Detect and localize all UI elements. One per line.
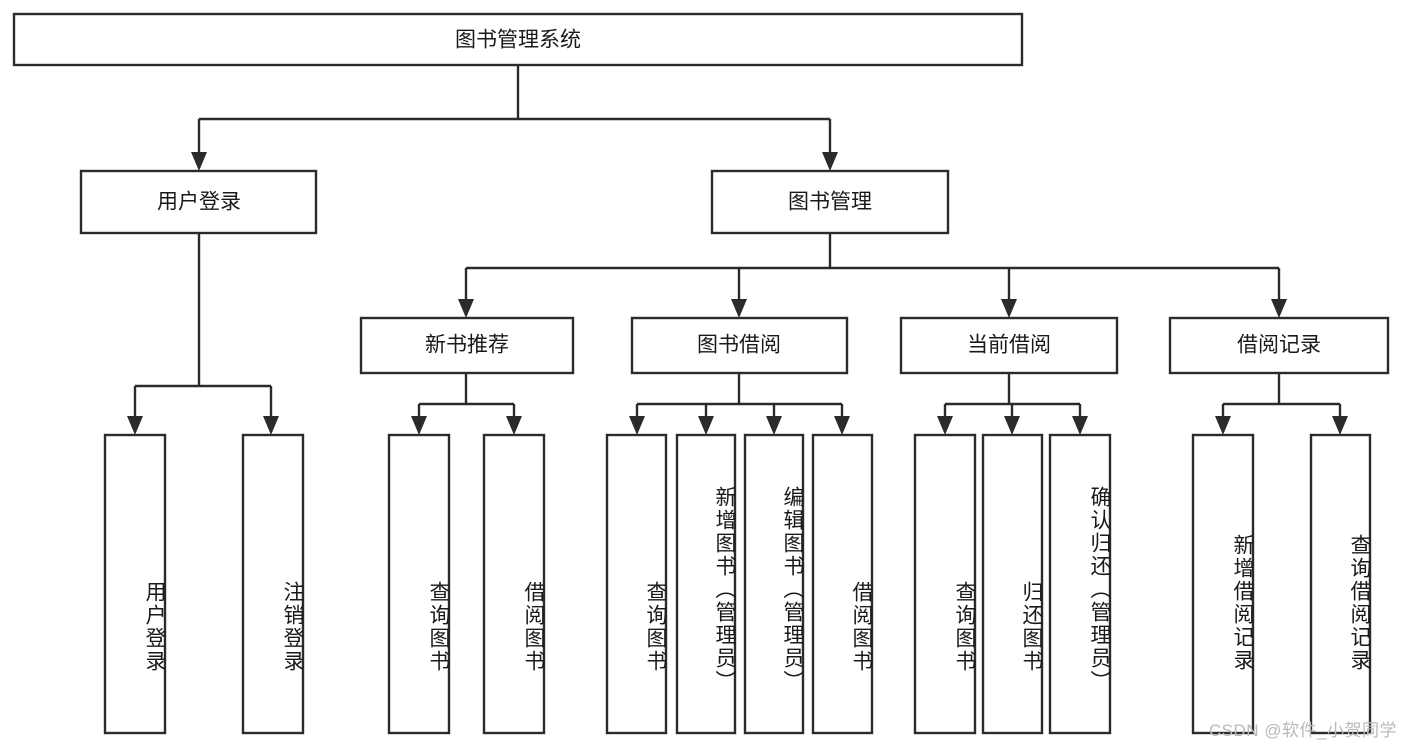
node-borrow-record-label: 借阅记录 [1237,334,1321,357]
arrow-current-to-leaf1 [937,416,953,435]
leaf-box-record-2[interactable] [1309,433,1372,735]
connector-group-root [191,65,838,171]
node-root-label: 图书管理系统 [455,29,581,52]
arrow-bookmgmt-to-current [1001,299,1017,318]
node-user-login[interactable]: 用户登录 [79,169,318,235]
arrow-borrow-to-leaf3 [766,416,782,435]
node-current-borrow[interactable]: 当前借阅 [899,316,1119,375]
arrow-root-to-bookmgmt [822,152,838,171]
leaf-box-current-2[interactable] [981,433,1044,735]
node-book-management-box[interactable] [710,169,950,235]
node-book-borrow-label: 图书借阅 [697,334,781,357]
connector-group-current [937,373,1088,435]
arrow-borrow-to-leaf4 [834,416,850,435]
leaf-box-user-login-2[interactable] [241,433,305,735]
leaf-box-record-1[interactable] [1191,433,1255,735]
arrow-record-to-leaf2 [1332,416,1348,435]
connector-group-record [1215,373,1348,435]
arrow-newbook-to-leaf2 [506,416,522,435]
leaf-box-new-book-1[interactable] [387,433,451,735]
node-book-management-label: 图书管理 [788,191,872,214]
leaf-box-borrow-4[interactable] [811,433,874,735]
arrow-borrow-to-leaf2 [698,416,714,435]
connector-group-borrow [629,373,850,435]
arrow-borrow-to-leaf1 [629,416,645,435]
node-book-management[interactable]: 图书管理 [710,169,950,235]
node-book-borrow[interactable]: 图书借阅 [630,316,849,375]
node-new-book-recommend[interactable]: 新书推荐 [359,316,575,375]
connector-group-bookmgmt [458,233,1287,318]
arrow-current-to-leaf3 [1072,416,1088,435]
arrow-bookmgmt-to-borrow [731,299,747,318]
leaf-box-borrow-1[interactable] [605,433,668,735]
node-book-borrow-box[interactable] [630,316,849,375]
arrow-record-to-leaf1 [1215,416,1231,435]
arrow-newbook-to-leaf1 [411,416,427,435]
arrow-userlogin-to-leaf2 [263,416,279,435]
leaf-box-current-3[interactable] [1048,433,1112,735]
leaf-box-borrow-2[interactable] [675,433,737,735]
node-user-login-box[interactable] [79,169,318,235]
arrow-current-to-leaf2 [1004,416,1020,435]
leaf-box-user-login-1[interactable] [103,433,167,735]
watermark-text: CSDN @软件_小贺同学 [1208,721,1397,740]
connector-group-userlogin [127,233,279,435]
arrow-root-to-userlogin [191,152,207,171]
node-borrow-record[interactable]: 借阅记录 [1168,316,1390,375]
leaf-box-current-1[interactable] [913,433,977,735]
node-root-box[interactable] [12,12,1024,67]
node-current-borrow-box[interactable] [899,316,1119,375]
node-new-book-recommend-box[interactable] [359,316,575,375]
node-root[interactable]: 图书管理系统 [12,12,1024,67]
arrow-bookmgmt-to-newbook [458,299,474,318]
node-current-borrow-label: 当前借阅 [967,334,1051,357]
connector-group-newbook [411,373,522,435]
arrow-bookmgmt-to-record [1271,299,1287,318]
leaf-box-new-book-2[interactable] [482,433,546,735]
node-user-login-label: 用户登录 [157,191,241,214]
node-new-book-recommend-label: 新书推荐 [425,334,509,357]
leaf-box-borrow-3[interactable] [743,433,805,735]
arrow-userlogin-to-leaf1 [127,416,143,435]
node-borrow-record-box[interactable] [1168,316,1390,375]
